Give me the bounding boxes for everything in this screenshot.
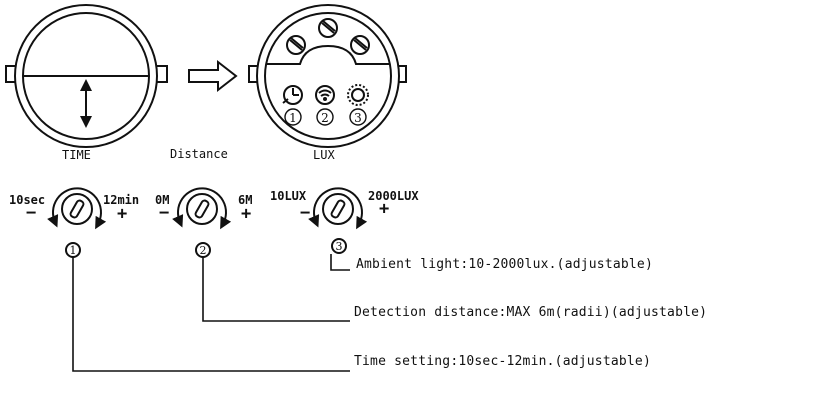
knob-distance-minus: − bbox=[159, 203, 170, 223]
leader-lines bbox=[72, 254, 350, 372]
knob-slot bbox=[194, 199, 210, 219]
knob-number-3: 3 bbox=[336, 240, 343, 253]
screw-icon bbox=[286, 35, 306, 55]
knob-distance-max-label: 6M bbox=[238, 193, 253, 207]
sensor-number-1: 1 bbox=[289, 111, 297, 125]
sensor-number-3: 3 bbox=[354, 111, 362, 125]
note-detection-distance: Detection distance:MAX 6m(radii)(adjusta… bbox=[354, 305, 708, 320]
knob-distance-min-label: 0M bbox=[155, 193, 170, 207]
rotation-arc bbox=[172, 187, 232, 230]
caption-time: TIME bbox=[62, 148, 91, 162]
knob-body bbox=[186, 193, 218, 225]
device-open-panel bbox=[248, 4, 407, 148]
caption-lux: LUX bbox=[313, 148, 335, 162]
knob-distance-plus: + bbox=[241, 204, 252, 224]
knob-lux-plus: + bbox=[379, 199, 390, 219]
leader-line-time bbox=[72, 257, 350, 372]
screw-icon bbox=[350, 35, 370, 55]
knob-lux-min-label: 10LUX bbox=[270, 189, 307, 203]
knob-body bbox=[322, 193, 354, 225]
caption-distance: Distance bbox=[170, 147, 228, 161]
knob-time-min-label: 10sec bbox=[9, 193, 46, 207]
knob-lux bbox=[308, 187, 368, 254]
knob-time-minus: − bbox=[26, 203, 37, 223]
sensor-number-2: 2 bbox=[321, 111, 329, 125]
clock-icon bbox=[282, 85, 303, 105]
note-ambient-light: Ambient light:10-2000lux.(adjustable) bbox=[356, 257, 653, 272]
knob-time-max-label: 12min bbox=[103, 193, 140, 207]
rotation-arc bbox=[47, 187, 107, 230]
leader-line-ambient bbox=[330, 254, 350, 271]
knob-time bbox=[47, 187, 107, 258]
knob-slot bbox=[330, 199, 346, 219]
note-time-setting: Time setting:10sec-12min.(adjustable) bbox=[354, 354, 651, 369]
panel-divider bbox=[266, 44, 390, 65]
screw-icon bbox=[318, 18, 338, 38]
knob-lux-minus: − bbox=[300, 203, 311, 223]
knob-body bbox=[61, 193, 93, 225]
knob-number-2: 2 bbox=[200, 244, 207, 257]
inner-ring bbox=[264, 12, 392, 140]
knob-number-1: 1 bbox=[70, 244, 77, 257]
leader-line-detection bbox=[202, 257, 350, 322]
knob-time-plus: + bbox=[117, 204, 128, 224]
knob-lux-max-label: 2000LUX bbox=[368, 189, 419, 203]
knob-number-circle bbox=[331, 238, 347, 254]
sensor-number-labels bbox=[284, 108, 367, 126]
right-arrow-icon bbox=[188, 59, 238, 93]
device-front-cover bbox=[5, 4, 168, 148]
knob-slot bbox=[69, 199, 85, 219]
sun-icon bbox=[347, 84, 369, 106]
wifi-signal-icon bbox=[315, 85, 335, 105]
rotation-arc bbox=[308, 187, 368, 230]
knob-distance bbox=[172, 187, 232, 258]
